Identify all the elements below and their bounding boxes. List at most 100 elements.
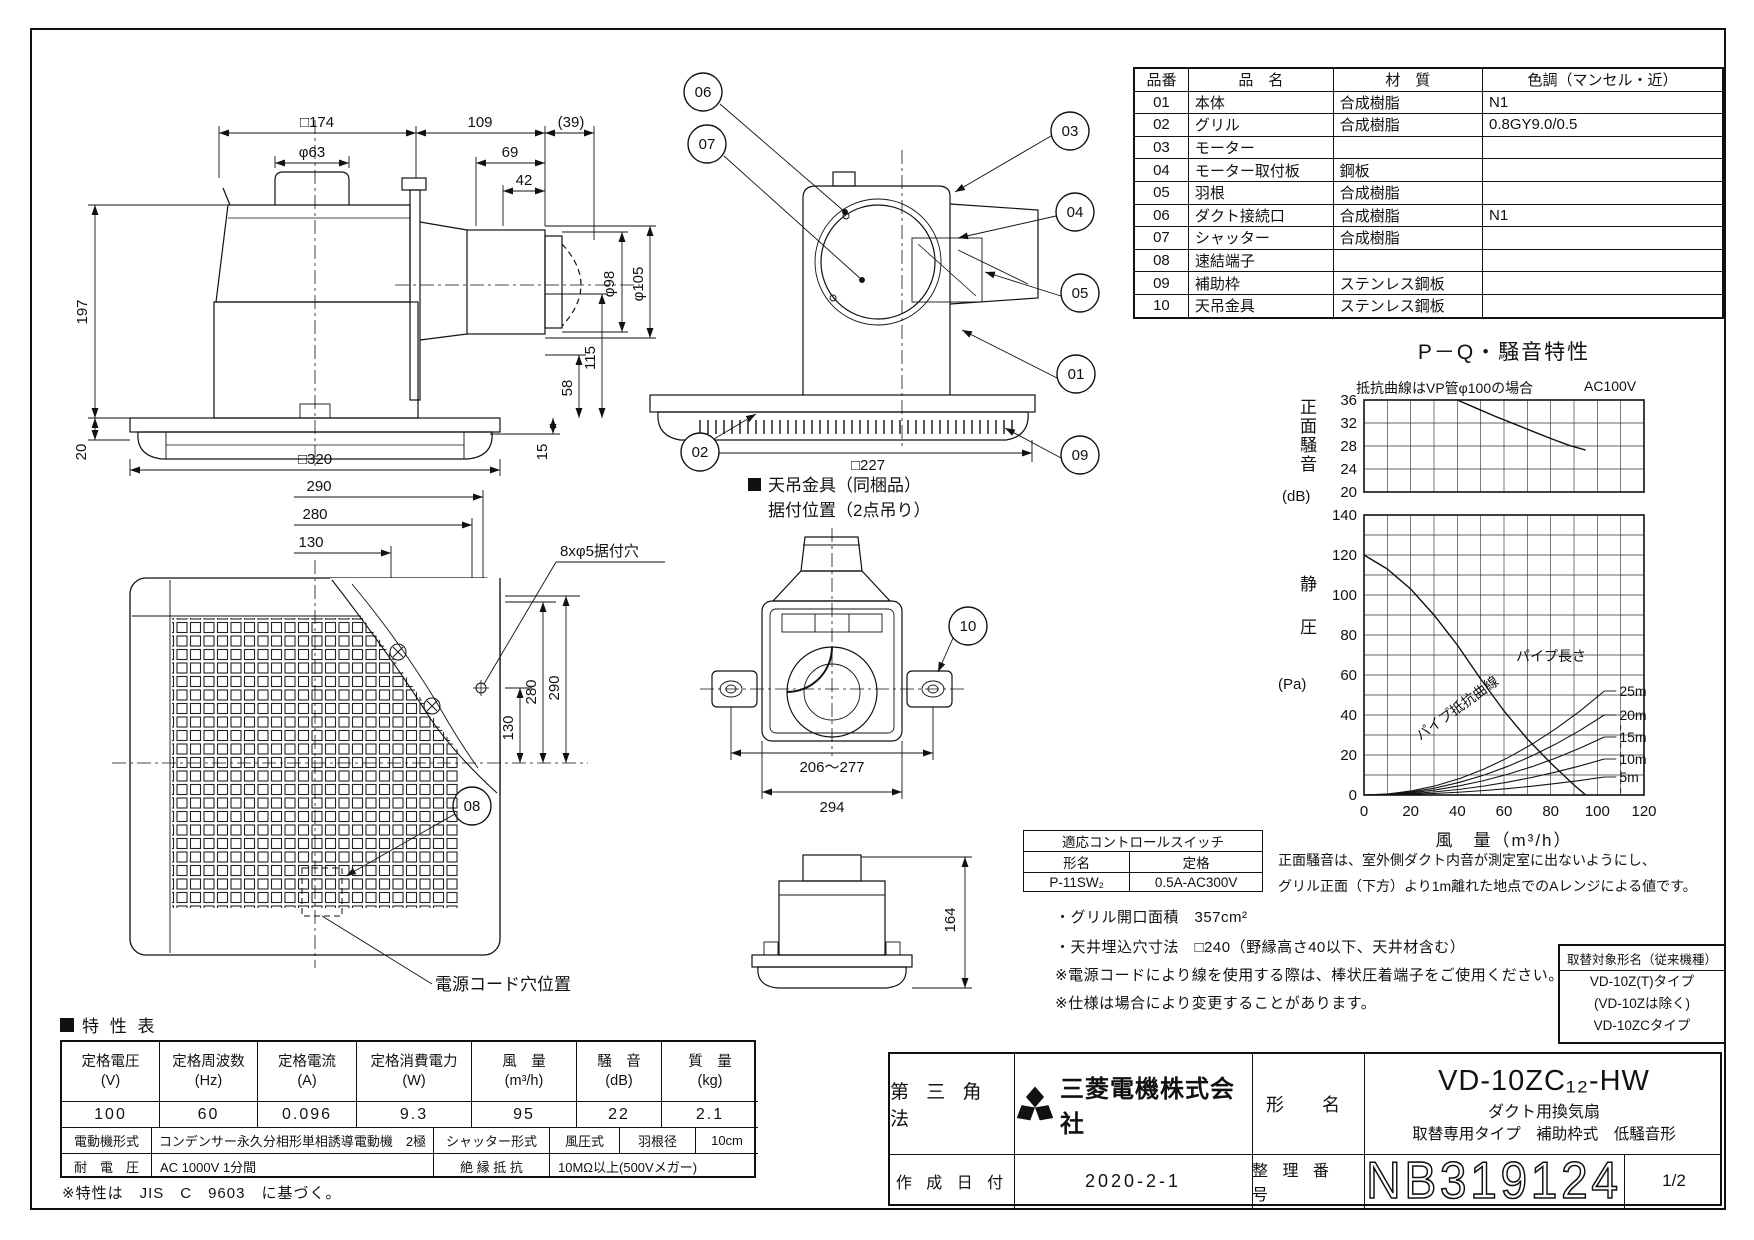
projection-method-label: 第 三 角 法: [890, 1082, 988, 1130]
dim-115: 115: [582, 346, 599, 370]
pq-xtick: 0: [1360, 803, 1368, 820]
pq-ytick: 80: [1340, 627, 1357, 644]
balloon-01: 01: [1056, 354, 1096, 394]
spec-voltage-row: 耐 電 圧 AC 1000V 1分間 絶 縁 抵 抗 10MΩ以上(500Vメガ…: [62, 1154, 758, 1178]
model-header-label: 形 名: [1266, 1095, 1350, 1115]
dim-280-side: 280: [523, 679, 540, 704]
screw-icon: [389, 643, 407, 661]
col-part-no: 品番: [1133, 67, 1189, 92]
replacement-box-title: 取替対象形名（従来機種）: [1560, 946, 1724, 971]
flow-axis-label: 風 量（m³/h）: [1435, 831, 1573, 850]
dim-130-side: 130: [500, 715, 517, 740]
spec-values-row: 100 60 0.096 9.3 95 22 2.1: [62, 1102, 758, 1128]
switch-table-title: 適応コントロールスイッチ: [1023, 830, 1263, 852]
dim-63: φ63: [299, 144, 325, 161]
pipe-length-label: パイプ長さ: [1516, 648, 1586, 664]
grille-profile: [137, 431, 493, 460]
balloon-06: 06: [683, 72, 723, 112]
noise-curve: [1457, 399, 1586, 451]
pipe-curve-10m: [1363, 758, 1605, 796]
creation-date: 2020-2-1: [1084, 1170, 1182, 1191]
pq-plot-frame: [1363, 514, 1645, 796]
pq-ytick: 40: [1340, 707, 1357, 724]
note-power-cord: ※電源コードにより線を使用する際は、棒状圧着端子をご使用ください。: [1055, 967, 1564, 984]
pq-ytick: 0: [1349, 787, 1357, 804]
parts-table-header: 品番 品 名 材 質 色調（マンセル・近）: [1133, 67, 1724, 92]
hanging-view-dimensions: [730, 707, 972, 989]
balloon-03: 03: [1050, 111, 1090, 151]
svg-text:07: 07: [699, 136, 716, 153]
pipe-curve-5m: [1363, 776, 1605, 796]
pq-ytick: 20: [1340, 747, 1357, 764]
col-material: 材 質: [1332, 67, 1484, 92]
mounting-holes-label: 8xφ5据付穴: [560, 543, 639, 560]
power-cord-hole: [301, 867, 343, 917]
shutter-flap: [957, 249, 1029, 285]
page-number: 1/2: [1662, 1171, 1686, 1190]
grille-hatch: [694, 414, 1018, 436]
pipe-label-15m: 15m: [1619, 729, 1646, 745]
chart-subtitle-right: AC100V: [1584, 378, 1637, 394]
dim-105: φ105: [630, 267, 647, 302]
company-name: 三菱電機株式会社: [1060, 1076, 1235, 1138]
pipe-curve-15m: [1363, 736, 1605, 796]
replacement-models-box: 取替対象形名（従来機種） VD-10Z(T)タイプ (VD-10Zは除く) VD…: [1558, 944, 1726, 1044]
dim-280-top: 280: [302, 506, 327, 523]
dim-197: 197: [74, 299, 91, 324]
pq-xtick: 120: [1631, 803, 1656, 820]
duct-adapter: [466, 229, 546, 335]
hanging-label-line2: 据付位置（2点吊り）: [768, 501, 930, 520]
dim-320: □320: [298, 451, 332, 468]
dim-227: □227: [851, 457, 885, 474]
dim-164: 164: [942, 907, 959, 932]
dim-290-side: 290: [546, 675, 563, 700]
section-marker: [60, 1018, 74, 1032]
dim-39: (39): [558, 114, 585, 131]
note-ceiling-hole: ・天井埋込穴寸法 □240（野縁高さ40以下、天井材含む）: [1055, 939, 1466, 956]
pipe-label-20m: 20m: [1619, 707, 1646, 723]
power-cord-label: 電源コード穴位置: [435, 975, 571, 994]
col-color: 色調（マンセル・近）: [1482, 67, 1724, 92]
switch-rating: 0.5A-AC300V: [1129, 872, 1263, 892]
noise-plot-frame: [1363, 399, 1645, 493]
control-switch-table: 適応コントロールスイッチ 形名 定格 P-11SW₂ 0.5A-AC300V: [1022, 830, 1263, 892]
pq-xtick: 40: [1449, 803, 1466, 820]
hanging-label-line1: 天吊金具（同梱品）: [768, 476, 921, 495]
noise-axis-label: 正面騒音: [1297, 398, 1316, 474]
upper-body: [215, 204, 411, 303]
side-view: [129, 120, 640, 470]
svg-text:08: 08: [464, 798, 481, 815]
switch-rating-header: 定格: [1129, 851, 1263, 873]
pq-ytick: 60: [1340, 667, 1357, 684]
pq-ytick: 140: [1332, 507, 1357, 524]
svg-text:10: 10: [960, 618, 977, 635]
noise-ytick: 28: [1340, 438, 1357, 455]
dim-109: 109: [467, 114, 492, 131]
pressure-axis-unit: (Pa): [1278, 676, 1307, 693]
pq-curve: [1363, 554, 1587, 796]
pipe-curve-25m: [1363, 690, 1605, 796]
dim-174: □174: [300, 114, 334, 131]
spec-table-note: ※特性は JIS C 9603 に基づく。: [62, 1185, 342, 1202]
noise-ytick: 20: [1340, 484, 1357, 501]
svg-text:05: 05: [1072, 285, 1089, 302]
balloon-10: 10: [948, 606, 988, 646]
dim-290-top: 290: [306, 478, 331, 495]
title-block: 第 三 角 法 三菱電機株式会社 形 名 VD-10ZC₁₂-HW ダクト用換気…: [888, 1052, 1722, 1208]
chart-subtitle-left: 抵抗曲線はVP管φ100の場合: [1356, 380, 1534, 396]
noise-axis-unit: (dB): [1282, 488, 1311, 505]
dim-130-top: 130: [298, 534, 323, 551]
section-marker: [748, 478, 761, 491]
svg-text:03: 03: [1062, 123, 1079, 140]
replacement-model: (VD-10Zは除く): [1593, 996, 1690, 1011]
screw-icon: [423, 697, 441, 715]
pq-xtick: 80: [1542, 803, 1559, 820]
product-subtype: 取替専用タイプ 補助枠式 低騒音形: [1412, 1125, 1676, 1143]
